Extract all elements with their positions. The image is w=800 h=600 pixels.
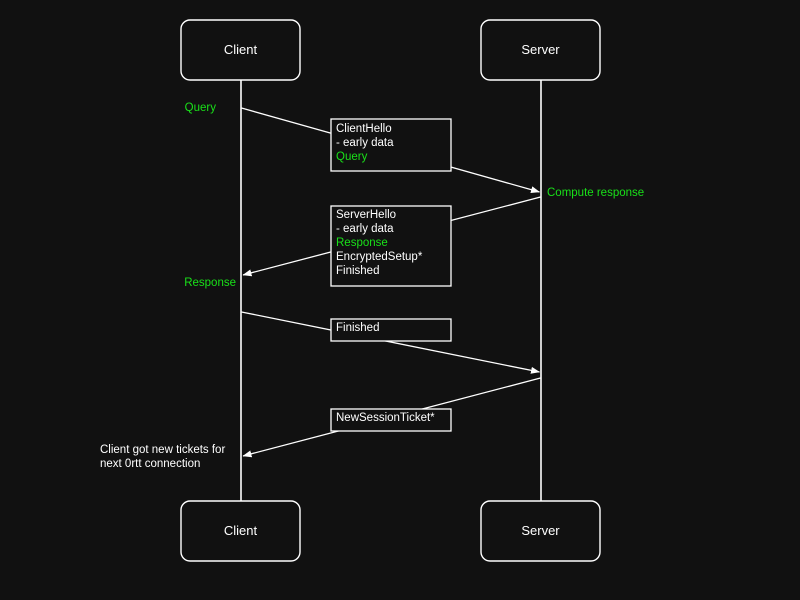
message-line-finished-0: Finished [336, 322, 379, 334]
participant-label-client-bottom: Client [224, 523, 258, 538]
participant-box-server-top[interactable] [480, 19, 601, 81]
message-line-server-hello-1: - early data [336, 223, 394, 235]
note-query: Query [185, 102, 217, 114]
participant-label-client-top: Client [224, 42, 258, 57]
message-box-finished[interactable] [330, 318, 452, 342]
note-new-tickets-line-1: Client got new tickets for [100, 444, 225, 456]
note-compute-response: Compute response [547, 187, 644, 199]
message-line-client-hello-0: ClientHello [336, 123, 392, 135]
message-line-server-hello-2: Response [336, 237, 388, 249]
arrow-finished [241, 311, 540, 374]
message-line-server-hello-3: EncryptedSetup* [336, 251, 423, 263]
message-line-client-hello-1: - early data [336, 137, 394, 149]
message-box-new-session-ticket[interactable] [330, 408, 452, 432]
participant-box-client-top[interactable] [180, 19, 301, 81]
message-line-server-hello-0: ServerHello [336, 209, 396, 221]
note-new-tickets-line-2: next 0rtt connection [100, 458, 200, 470]
message-line-new-session-ticket-0: NewSessionTicket* [336, 412, 435, 424]
message-box-server-hello[interactable] [330, 205, 452, 287]
participant-label-server-top: Server [521, 42, 560, 57]
participant-box-server-bottom[interactable] [480, 500, 601, 562]
participant-box-client-bottom[interactable] [180, 500, 301, 562]
message-box-client-hello[interactable] [330, 118, 452, 172]
message-line-client-hello-2: Query [336, 151, 368, 163]
note-response: Response [184, 277, 236, 289]
message-line-server-hello-4: Finished [336, 265, 379, 277]
participant-label-server-bottom: Server [521, 523, 560, 538]
